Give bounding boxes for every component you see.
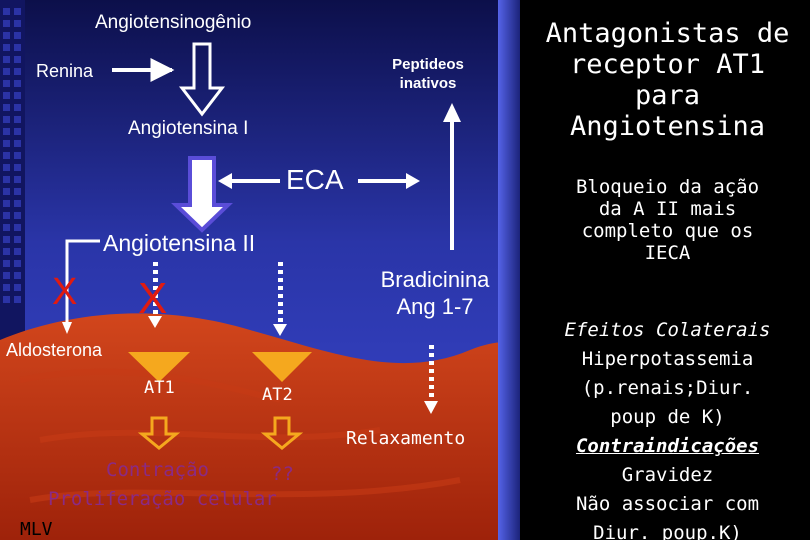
side-effect-item: poup de K) — [610, 406, 725, 428]
bradykinin-line: Ang 1-7 — [396, 294, 474, 319]
contraindication-item: Diur. poup.K) — [593, 522, 742, 540]
at2-effect-arrow — [260, 416, 304, 450]
at1-receptor — [128, 352, 190, 382]
dotted-arrow-at1-head — [148, 316, 162, 328]
side-effect-item: (p.renais;Diur. — [581, 377, 754, 399]
angiotensin-ii-label: Angiotensina II — [103, 230, 256, 256]
panel-summary-line: da A II mais — [598, 198, 737, 220]
contraindication-item: Gravidez — [621, 464, 714, 486]
mlv-label: MLV — [20, 519, 53, 540]
bradykinin-line: Bradicinina — [380, 267, 490, 292]
contraindication-item: Não associar com — [575, 493, 760, 515]
vertical-divider — [498, 0, 520, 540]
angI-to-angII-arrow — [171, 156, 233, 233]
inactive-peptides-label: Peptideos inativos — [374, 55, 482, 93]
contraindications-heading: Contraindicações — [575, 435, 760, 457]
proliferation-label: Proliferação celular — [48, 488, 277, 510]
ace-label: ECA — [286, 164, 344, 195]
aldosterone-block-mark: X — [52, 271, 78, 313]
side-effects-heading: Efeitos Colaterais — [564, 319, 771, 341]
at1-label: AT1 — [144, 378, 175, 398]
bradykinin-label: Bradicinina Ang 1-7 — [360, 266, 510, 320]
inactive-peptides-line: inativos — [399, 75, 457, 92]
panel-title: Antagonistas de receptor AT1 para Angiot… — [525, 18, 810, 142]
aldosterone-branch-arrowhead — [62, 322, 72, 334]
panel-summary-line: IECA — [644, 242, 691, 264]
relaxation-label: Relaxamento — [346, 428, 466, 449]
side-effect-item: Hiperpotassemia — [581, 348, 754, 370]
at2-receptor — [252, 352, 312, 382]
contraction-label: Contração — [106, 459, 209, 481]
angiotensin-i-label: Angiotensina I — [128, 118, 249, 139]
renin-label: Renina — [36, 61, 94, 81]
bradykinin-up-arrowhead — [443, 103, 461, 122]
panel-summary-line: Bloqueio da ação — [575, 176, 760, 198]
dotted-arrow-at2 — [278, 262, 283, 322]
at1-block-mark: X — [138, 274, 168, 323]
at1-effect-arrow — [137, 416, 181, 450]
at2-label: AT2 — [262, 385, 293, 405]
dotted-arrow-relaxation — [429, 345, 434, 397]
dotted-arrow-relaxation-head — [424, 401, 438, 414]
at2-effect-label: ?? — [271, 463, 294, 485]
panel-details: Efeitos Colaterais Hiperpotassemia (p.re… — [525, 316, 810, 540]
ace-left-arrowhead — [218, 173, 232, 189]
inactive-peptides-line: Peptideos — [392, 56, 464, 73]
angiotensinogen-label: Angiotensinogênio — [95, 12, 252, 33]
panel-title-line: para — [634, 80, 701, 111]
dotted-arrow-at2-head — [273, 324, 287, 336]
panel-title-line: Antagonistas de — [545, 18, 790, 49]
ace-right-arrowhead — [406, 173, 420, 189]
panel-title-line: receptor AT1 — [569, 49, 766, 80]
dotted-arrow-at1 — [153, 262, 158, 314]
panel-summary: Bloqueio da ação da A II mais completo q… — [525, 176, 810, 264]
panel-summary-line: completo que os — [581, 220, 754, 242]
angiotensinogen-to-angI-arrow — [178, 42, 226, 117]
left-stripe-squares — [3, 8, 21, 303]
panel-title-line: Angiotensina — [569, 111, 766, 142]
aldosterone-label: Aldosterona — [6, 340, 103, 360]
right-panel-background — [520, 0, 810, 540]
aldosterone-branch-line — [65, 239, 100, 326]
